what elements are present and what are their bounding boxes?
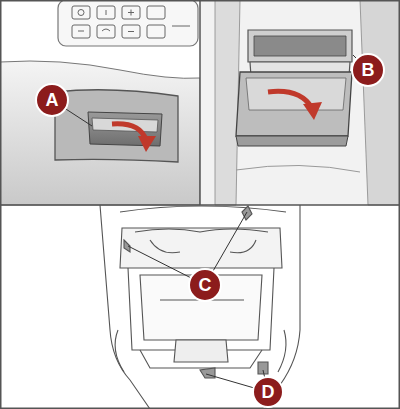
callout-letter: A <box>36 84 68 116</box>
panel-two <box>200 0 400 205</box>
leader-lines <box>52 100 268 392</box>
callout-circles <box>36 54 384 407</box>
panel-one <box>0 0 200 205</box>
callout-letter: B <box>352 54 384 86</box>
callout-letter: D <box>252 376 284 408</box>
panel-three <box>100 205 300 409</box>
callout-letter: C <box>189 269 221 301</box>
